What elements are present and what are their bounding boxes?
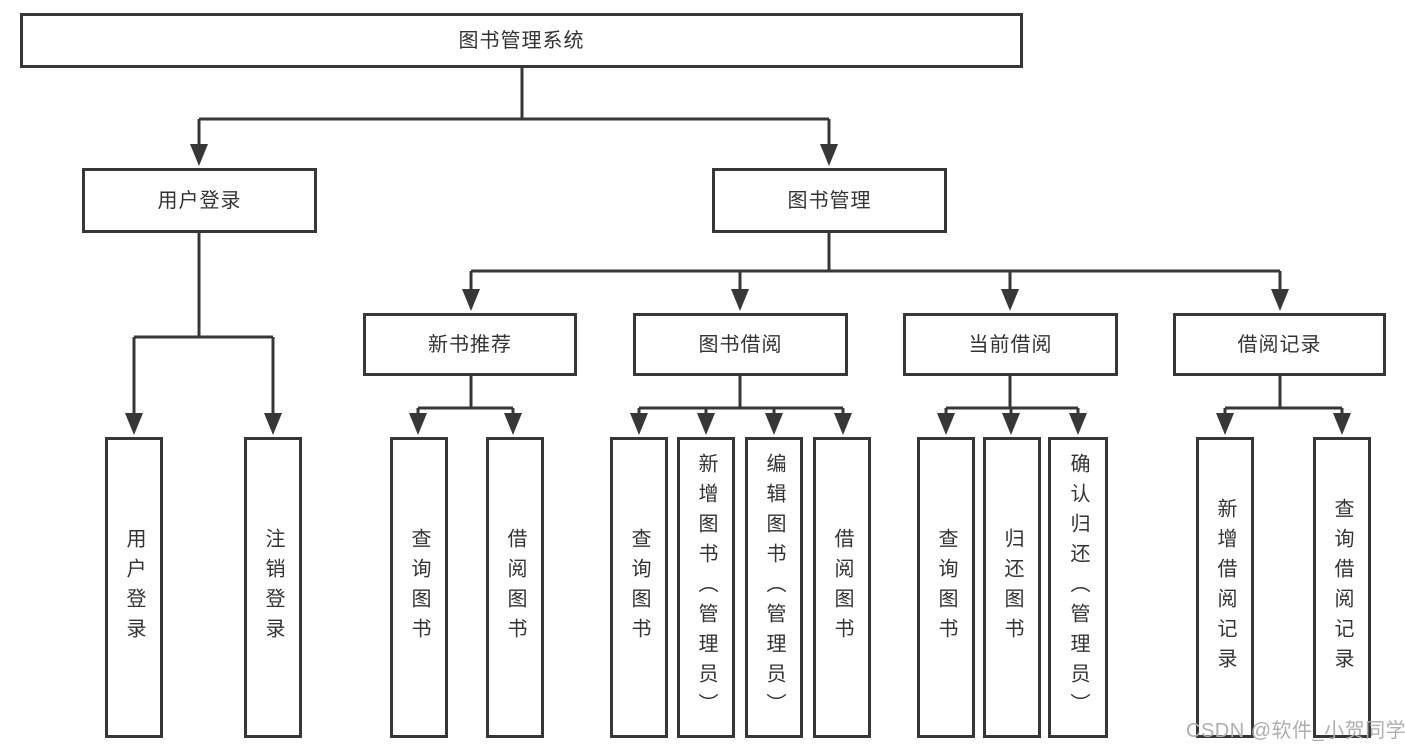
node-current-borrowing: 当前借阅	[903, 313, 1118, 376]
leaf-confirm-return-admin: 确认归还（管理员）	[1048, 437, 1108, 738]
leaf-return-books: 归还图书	[983, 437, 1041, 738]
leaf-logout-login: 注销登录	[244, 437, 302, 738]
node-user-login: 用户登录	[82, 168, 317, 233]
leaf-borrow-books-borrowing: 借阅图书	[813, 437, 871, 738]
watermark: CSDN @软件_小贺同学	[1186, 720, 1405, 742]
node-new-book-recommendation: 新书推荐	[363, 313, 577, 376]
leaf-edit-book-admin: 编辑图书（管理员）	[745, 437, 803, 738]
leaf-query-books-recommend: 查询图书	[390, 437, 448, 738]
node-borrowing-records: 借阅记录	[1173, 313, 1386, 376]
leaf-query-borrow-record: 查询借阅记录	[1313, 437, 1371, 738]
node-library-system: 图书管理系统	[20, 13, 1023, 68]
leaf-query-books-borrowing: 查询图书	[610, 437, 668, 738]
leaf-add-borrow-record: 新增借阅记录	[1196, 437, 1254, 738]
node-book-management: 图书管理	[712, 168, 947, 233]
connector-segments	[132, 68, 1344, 431]
leaf-user-login: 用户登录	[105, 437, 163, 738]
node-book-borrowing: 图书借阅	[633, 313, 848, 376]
leaf-add-book-admin: 新增图书（管理员）	[677, 437, 735, 738]
leaf-borrow-books-recommend: 借阅图书	[486, 437, 544, 738]
arrowhead-icons	[125, 144, 1351, 435]
leaf-query-books-current: 查询图书	[917, 437, 975, 738]
